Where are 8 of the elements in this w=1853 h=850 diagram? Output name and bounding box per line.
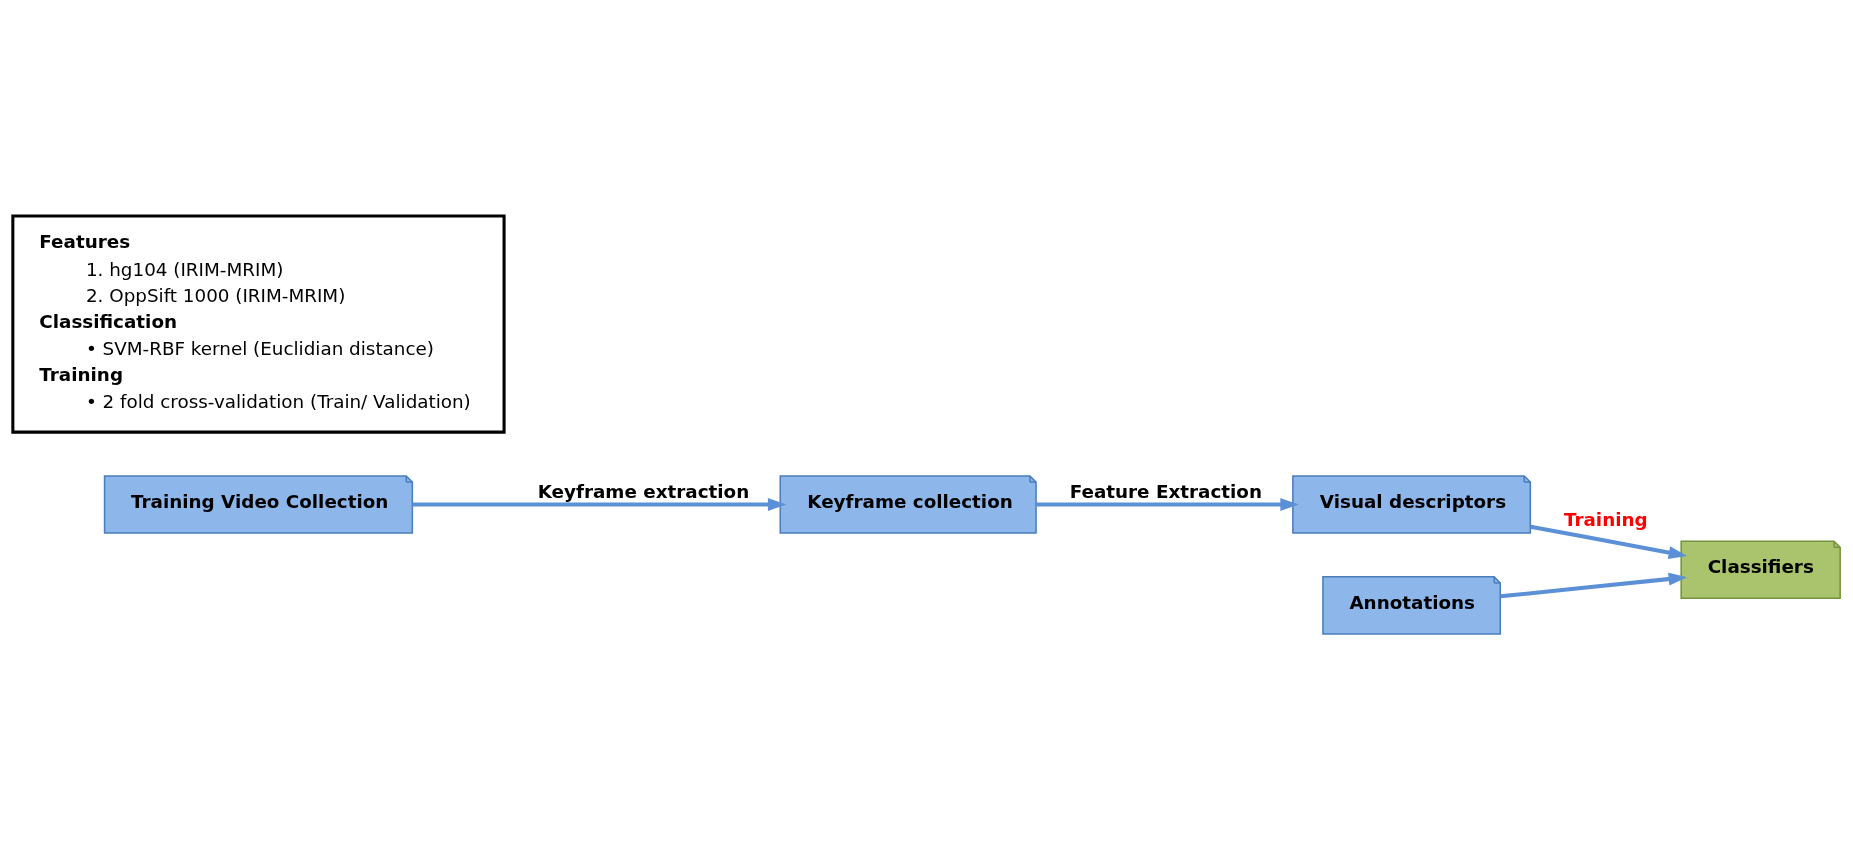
arrow	[1500, 572, 1688, 599]
edge-label: Feature Extraction	[1069, 480, 1262, 502]
arrow	[1530, 524, 1688, 559]
edge-label: Training	[1563, 509, 1648, 531]
edge-label: Keyframe extraction	[537, 480, 750, 502]
node-box: Features 1. hg104 (IRIM-MRIM) 2. OppSift 1000 (IRIM-MRIM) Classification • SVM-RBF kernel (Euclidian distance) Training • 2 fold cross-validation (Train/ Validation)	[11, 214, 506, 434]
arrow	[1036, 498, 1299, 511]
arrow	[412, 498, 787, 511]
